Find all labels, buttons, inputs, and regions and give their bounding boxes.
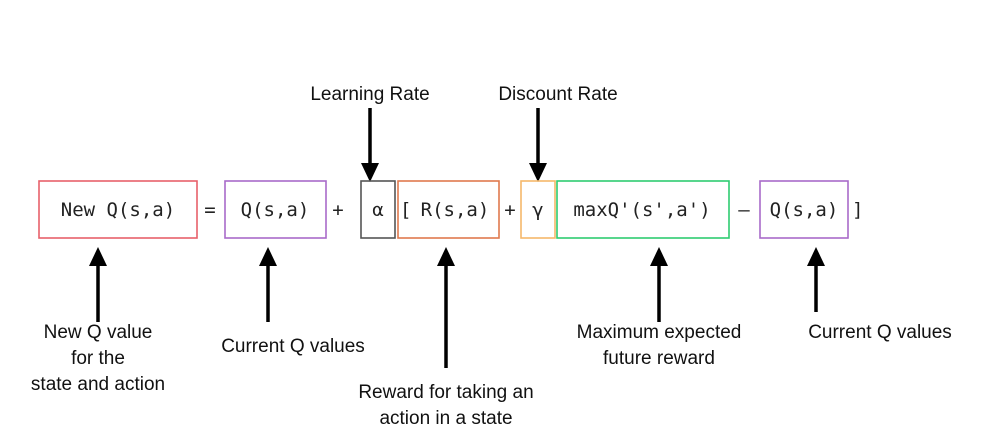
new-q-arrow [89, 247, 107, 322]
alpha-box [360, 180, 396, 239]
new-q-text: New Q(s,a) [61, 199, 175, 221]
alpha-symbol: α [372, 199, 383, 221]
max-q-text: maxQ'(s',a') [573, 199, 710, 221]
open-bracket: [ [400, 199, 411, 221]
reward-text: R(s,a) [421, 199, 490, 221]
plus-sign-2: + [504, 199, 515, 221]
current-q-box-2 [759, 180, 849, 239]
reward-label-line1: Reward for taking an [358, 382, 533, 403]
equals-sign: = [204, 199, 215, 221]
current-q-box [224, 180, 327, 239]
new-q-box [38, 180, 198, 239]
discount-rate-label: Discount Rate [498, 84, 617, 105]
close-bracket: ] [852, 199, 863, 221]
minus-sign: – [738, 199, 750, 221]
current-q-arrow [259, 247, 277, 322]
gamma-symbol: γ [532, 199, 543, 221]
current-q-values-label: Current Q values [221, 336, 365, 357]
max-expected-label-line2: future reward [603, 348, 715, 369]
learning-rate-arrow [361, 108, 379, 182]
new-q-value-label-line3: state and action [31, 374, 165, 395]
learning-rate-label: Learning Rate [310, 84, 429, 105]
reward-label-line2: action in a state [379, 408, 512, 429]
max-q-box [556, 180, 730, 239]
reward-box [397, 180, 500, 239]
reward-arrow [437, 247, 455, 368]
current-q-values-label-2: Current Q values [808, 322, 952, 343]
current-q-text: Q(s,a) [241, 199, 310, 221]
max-expected-label-line1: Maximum expected [577, 322, 742, 343]
new-q-value-label-line1: New Q value [44, 322, 153, 343]
gamma-box [520, 180, 556, 239]
plus-sign-1: + [332, 199, 343, 221]
max-q-arrow [650, 247, 668, 322]
discount-rate-arrow [529, 108, 547, 182]
new-q-value-label-line2: for the [71, 348, 125, 369]
current-q-text-2: Q(s,a) [770, 199, 839, 221]
current-q-arrow-2 [807, 247, 825, 312]
